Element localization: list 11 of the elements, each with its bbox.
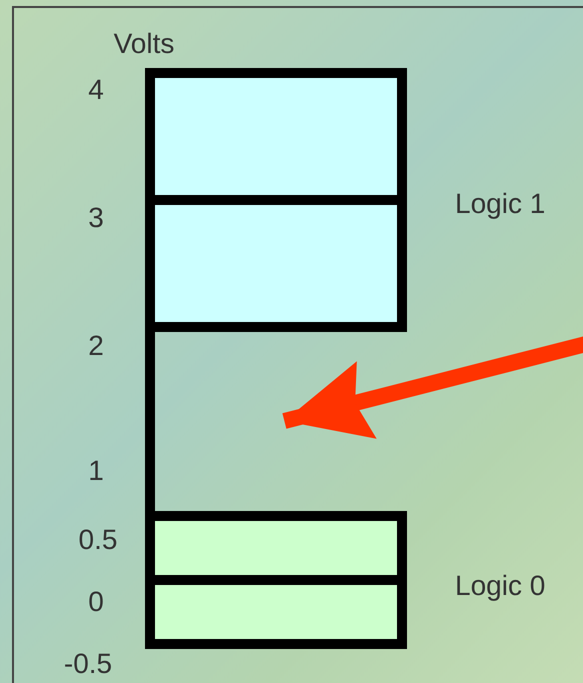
axis-title: Volts [114, 30, 174, 58]
axis-tick-label: 1 [88, 457, 104, 485]
axis-tick-label: 2 [88, 332, 104, 360]
axis-tick-label: 4 [88, 76, 104, 104]
arrow [282, 335, 583, 439]
axis-tick-label: 0 [88, 588, 104, 616]
logic-level-label: Logic 1 [455, 190, 546, 218]
axis-tick-label: 0.5 [78, 526, 118, 554]
logic-level-label: Logic 0 [455, 572, 546, 600]
axis-tick-label: -0.5 [64, 650, 112, 678]
axis-tick-label: 3 [88, 204, 104, 232]
